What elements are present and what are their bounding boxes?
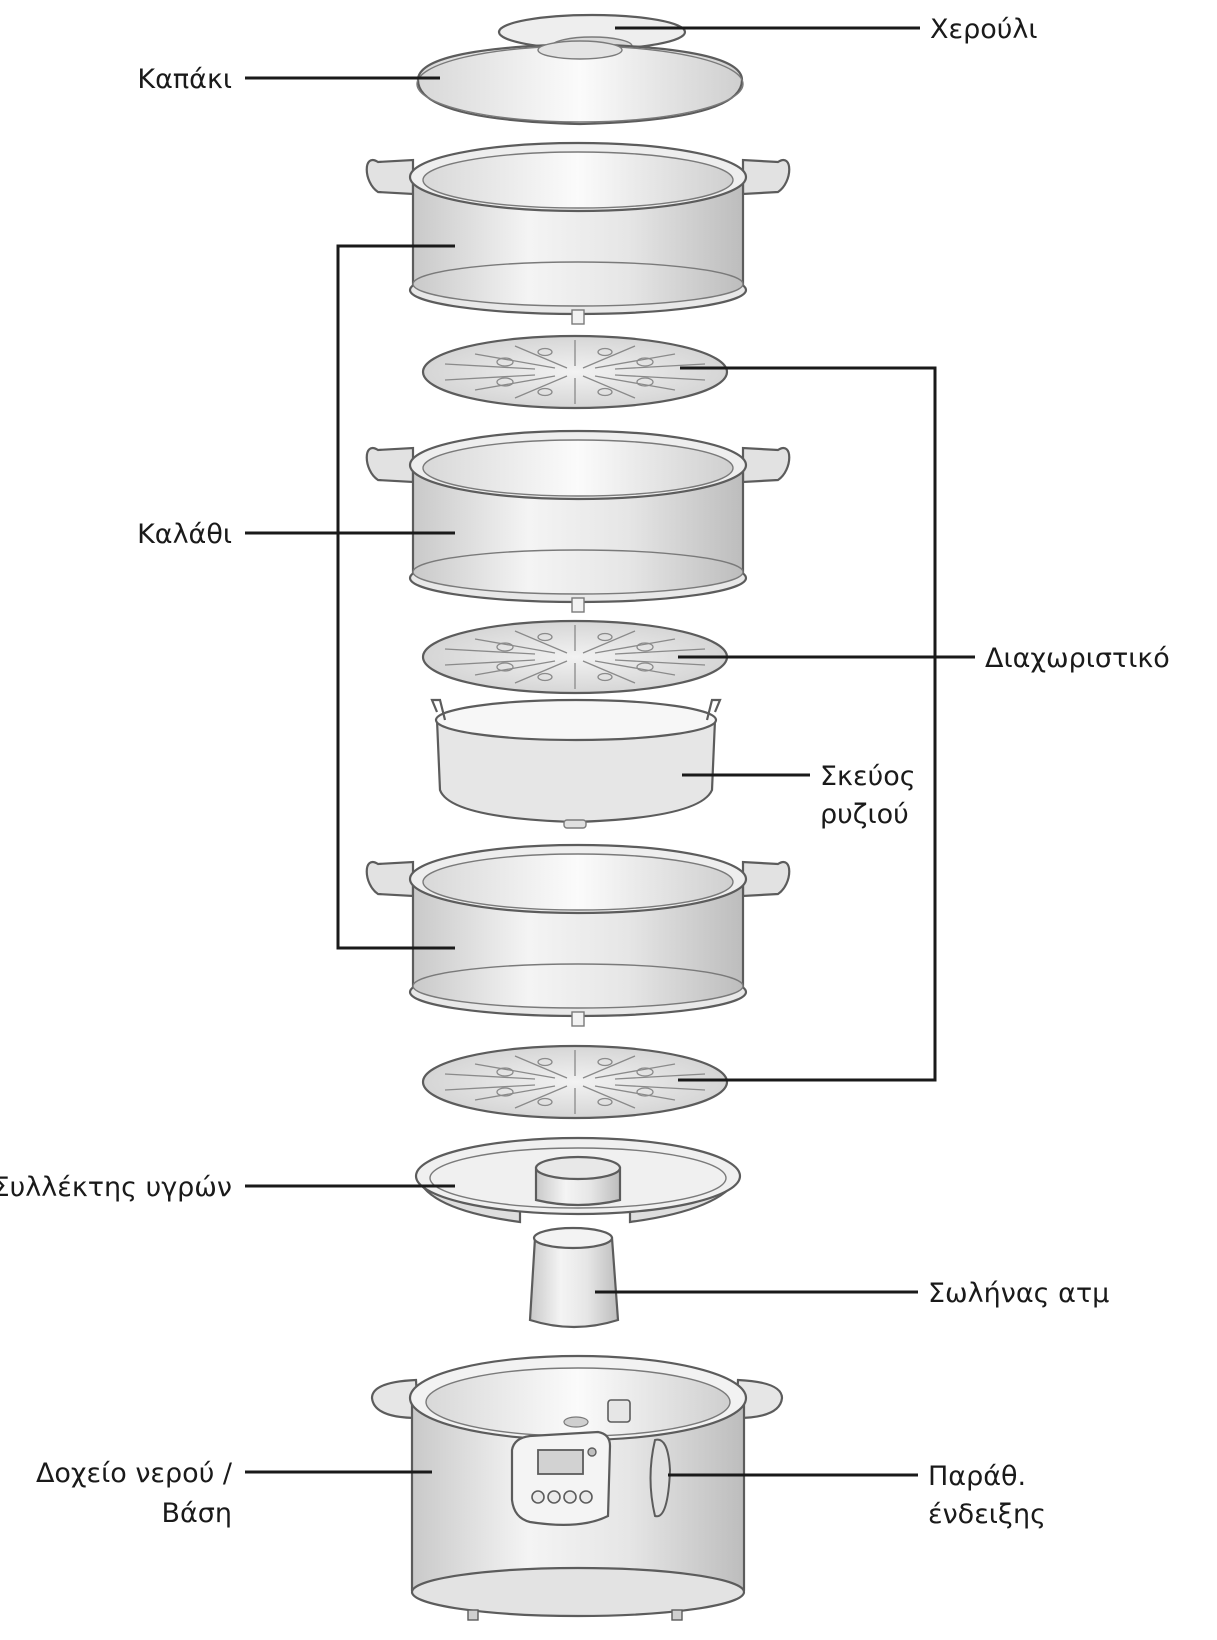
leader-lines	[245, 26, 975, 1477]
basket-bottom-part	[365, 843, 791, 1018]
divider-plate-top	[421, 334, 729, 410]
label-indicator-line2: ένδειξης	[928, 1499, 1046, 1530]
basket-middle-part	[365, 429, 791, 604]
basket-top-part	[365, 141, 791, 316]
label-water-base-line1: Δοχείο νερού /	[36, 1458, 233, 1489]
label-handle: Χερούλι	[930, 14, 1038, 45]
label-lid: Καπάκι	[137, 64, 232, 95]
divider-plate-bottom	[421, 1044, 729, 1120]
drip-tray-part	[414, 1136, 742, 1224]
label-steam-tube: Σωλήνας ατμ	[928, 1278, 1109, 1309]
label-rice-bowl-line1: Σκεύος	[820, 761, 916, 792]
steam-tube-part	[528, 1226, 620, 1329]
label-water-base-line2: Βάση	[161, 1498, 232, 1529]
lid-part	[416, 40, 744, 126]
label-rice-bowl-line2: ρυζιού	[820, 799, 909, 830]
label-basket: Καλάθι	[137, 519, 232, 550]
label-divider: Διαχωριστικό	[985, 643, 1170, 674]
rice-bowl-part	[430, 698, 722, 829]
label-indicator-line1: Παράθ.	[928, 1461, 1026, 1492]
water-tank-base-part	[370, 1354, 784, 1621]
label-drip-tray: Συλλέκτης υγρών	[0, 1172, 232, 1203]
